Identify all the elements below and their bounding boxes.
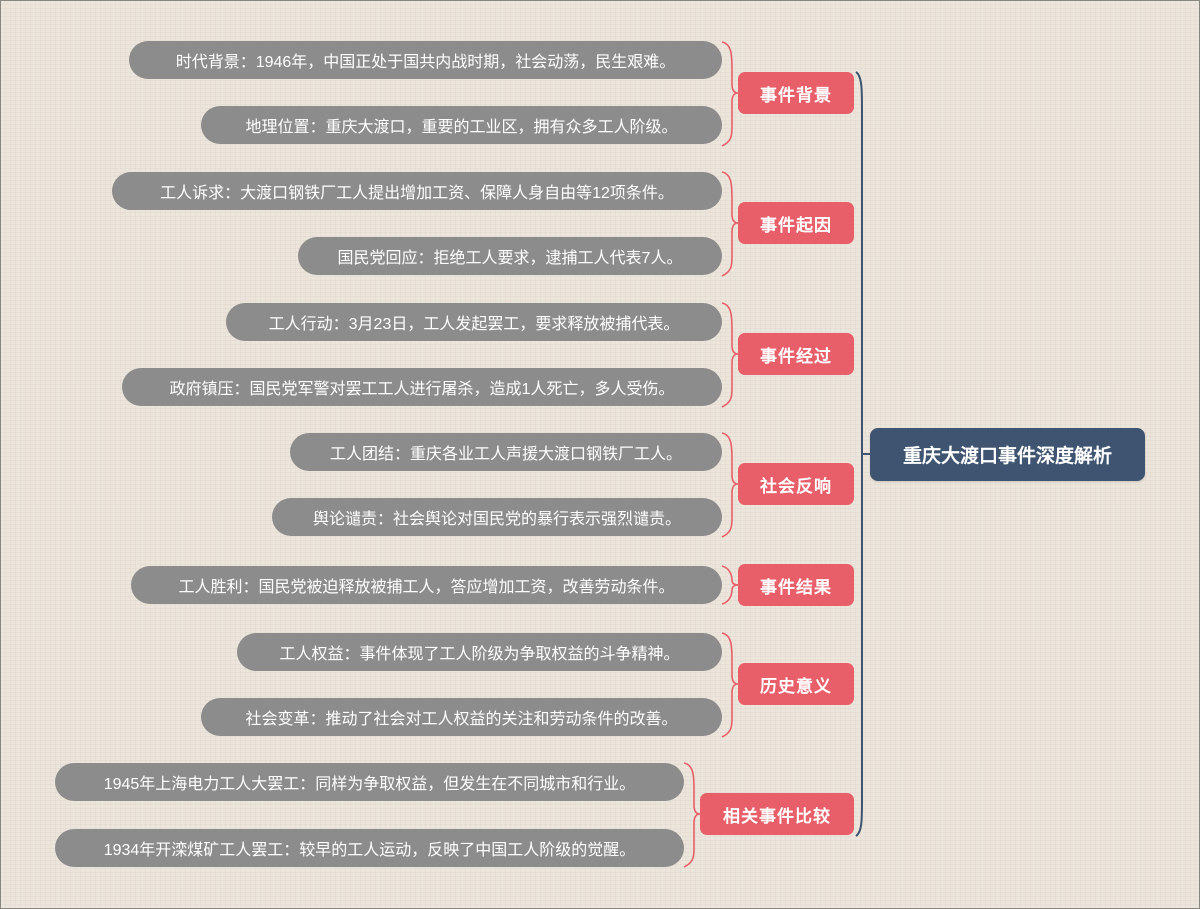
leaf-shanghai-strike-1945[interactable]: 1945年上海电力工人大罢工：同样为争取权益，但发生在不同城市和行业。 [55, 763, 684, 801]
leaf-geographic-location[interactable]: 地理位置：重庆大渡口，重要的工业区，拥有众多工人阶级。 [201, 106, 722, 144]
root-node[interactable]: 重庆大渡口事件深度解析 [870, 428, 1145, 481]
leaf-public-condemnation[interactable]: 舆论谴责：社会舆论对国民党的暴行表示强烈谴责。 [272, 498, 722, 536]
leaf-worker-demands[interactable]: 工人诉求：大渡口钢铁厂工人提出增加工资、保障人身自由等12项条件。 [112, 172, 722, 210]
leaf-social-change[interactable]: 社会变革：推动了社会对工人权益的关注和劳动条件的改善。 [201, 698, 722, 736]
branch-event-process[interactable]: 事件经过 [738, 333, 854, 375]
branch-event-cause[interactable]: 事件起因 [738, 202, 854, 244]
branch-social-response[interactable]: 社会反响 [738, 463, 854, 505]
branch-historical-significance[interactable]: 历史意义 [738, 663, 854, 705]
leaf-worker-rights[interactable]: 工人权益：事件体现了工人阶级为争取权益的斗争精神。 [237, 633, 722, 671]
leaf-kmt-response[interactable]: 国民党回应：拒绝工人要求，逮捕工人代表7人。 [298, 237, 722, 275]
leaf-worker-solidarity[interactable]: 工人团结：重庆各业工人声援大渡口钢铁厂工人。 [290, 433, 722, 471]
leaf-kailuan-strike-1934[interactable]: 1934年开滦煤矿工人罢工：较早的工人运动，反映了中国工人阶级的觉醒。 [55, 829, 684, 867]
leaf-worker-victory[interactable]: 工人胜利：国民党被迫释放被捕工人，答应增加工资，改善劳动条件。 [131, 566, 722, 604]
leaf-era-background[interactable]: 时代背景：1946年，中国正处于国共内战时期，社会动荡，民生艰难。 [129, 41, 722, 79]
leaf-worker-action[interactable]: 工人行动：3月23日，工人发起罢工，要求释放被捕代表。 [226, 303, 722, 341]
branch-event-result[interactable]: 事件结果 [738, 564, 854, 606]
leaf-government-suppression[interactable]: 政府镇压：国民党军警对罢工工人进行屠杀，造成1人死亡，多人受伤。 [122, 368, 722, 406]
branch-related-events[interactable]: 相关事件比较 [700, 793, 854, 835]
branch-event-background[interactable]: 事件背景 [738, 72, 854, 114]
